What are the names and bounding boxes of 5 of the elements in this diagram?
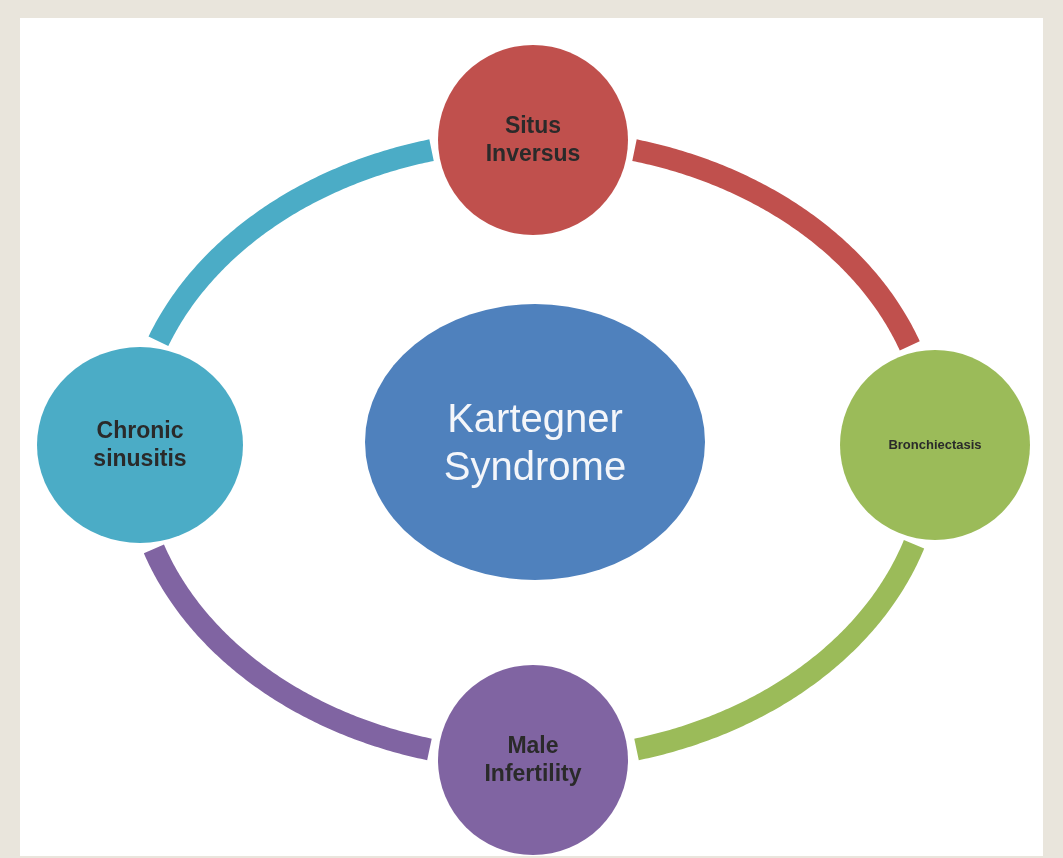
node-label: Bronchiectasis: [888, 437, 982, 453]
node-label: Kartegner Syndrome: [442, 395, 628, 490]
node-label: Chronic sinusitis: [92, 417, 188, 473]
node-label: Male Infertility: [483, 732, 583, 788]
node-label: Situs Inversus: [484, 112, 582, 168]
